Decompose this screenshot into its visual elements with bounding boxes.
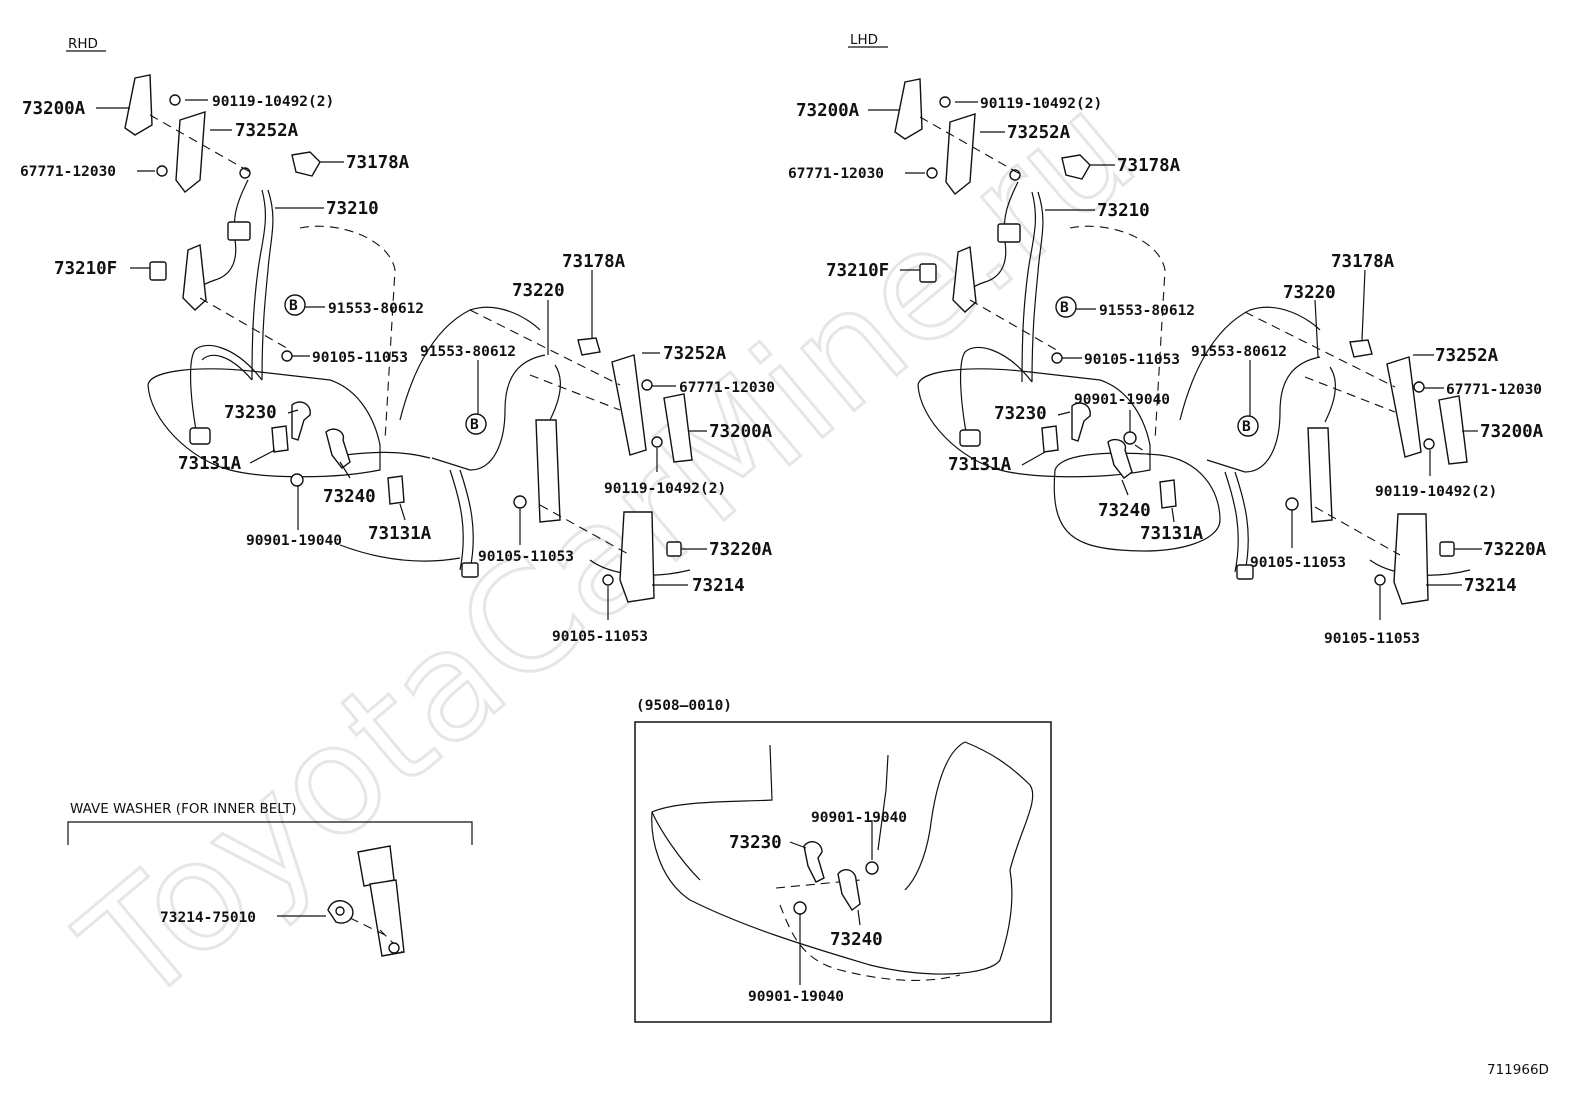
part-label: 73200A (709, 422, 773, 442)
part-label: 73131A (948, 455, 1012, 475)
part-label: 90105-11053 (478, 549, 574, 565)
inset-part-label: 90901-19040 (811, 810, 907, 826)
part-label: 90105-11053 (1324, 631, 1420, 647)
part-label: 73240 (1098, 501, 1151, 521)
part-label: 73214 (1464, 576, 1517, 596)
part-label: 90119-10492(2) (212, 94, 334, 110)
part-label: 73178A (562, 252, 626, 272)
badge-b: B (1060, 300, 1069, 316)
part-label: 73131A (1140, 524, 1204, 544)
rhd-assembly: B B 73200A (20, 74, 775, 645)
lhd-header: LHD (850, 32, 878, 48)
part-label: 90105-11053 (312, 350, 408, 366)
part-label: 73220 (512, 281, 565, 301)
part-label: 67771-12030 (788, 166, 884, 182)
part-label: 90901-19040 (246, 533, 342, 549)
part-label: 90105-11053 (552, 629, 648, 645)
wave-washer-section: WAVE WASHER (FOR INNER BELT) 73214-75010 (67, 801, 473, 957)
part-label: 73131A (368, 524, 432, 544)
inset-part-label: 73230 (729, 833, 782, 853)
part-label: 90901-19040 (1074, 392, 1170, 408)
part-label: 73178A (1331, 252, 1395, 272)
inset-part-label: 90901-19040 (748, 989, 844, 1005)
part-label: 67771-12030 (1446, 382, 1542, 398)
badge-b: B (1242, 419, 1251, 435)
part-label: 90105-11053 (1084, 352, 1180, 368)
part-label: 73200A (22, 99, 86, 119)
part-label: 73210F (826, 261, 889, 281)
part-label: 73178A (1117, 156, 1181, 176)
part-label: 91553-80612 (328, 301, 424, 317)
part-label: 73252A (235, 121, 299, 141)
part-label: 90119-10492(2) (1375, 484, 1497, 500)
inset-part-label: 73240 (830, 930, 883, 950)
part-label: 73240 (323, 487, 376, 507)
part-label: 91553-80612 (1099, 303, 1195, 319)
part-label: 73200A (796, 101, 860, 121)
inset-panel: (9508–0010) 90901-19040 73230 73240 9090… (634, 698, 1052, 1023)
part-label: 73178A (346, 153, 410, 173)
badge-b: B (470, 417, 479, 433)
watermark-text: ToyotaCarMine.ru (51, 62, 1167, 1038)
part-label: 67771-12030 (20, 164, 116, 180)
part-label: 73230 (224, 403, 277, 423)
part-label: 73200A (1480, 422, 1544, 442)
rhd-part-labels: 73200A 90119-10492(2) 73252A 67771-12030… (20, 94, 775, 645)
part-label: 73220A (709, 540, 773, 560)
rhd-header: RHD (68, 36, 98, 52)
lhd-assembly: B B 732 (788, 78, 1547, 647)
part-label: 73214 (692, 576, 745, 596)
part-label: 73230 (994, 404, 1047, 424)
part-label: 90119-10492(2) (980, 96, 1102, 112)
part-label: 73210F (54, 259, 117, 279)
part-label: 67771-12030 (679, 380, 775, 396)
part-label: 73131A (178, 454, 242, 474)
diagram-id: 711966D (1487, 1062, 1549, 1078)
badge-b: B (289, 298, 298, 314)
part-label: 73220A (1483, 540, 1547, 560)
inset-code: (9508–0010) (636, 698, 732, 714)
lhd-part-labels: 73200A 90119-10492(2) 73252A 67771-12030… (788, 96, 1547, 647)
part-label: 91553-80612 (420, 344, 516, 360)
wave-washer-part-label: 73214-75010 (160, 910, 256, 926)
part-label: 90119-10492(2) (604, 481, 726, 497)
part-label: 73210 (1097, 201, 1150, 221)
part-label: 73220 (1283, 283, 1336, 303)
part-label: 73252A (663, 344, 727, 364)
part-label: 73210 (326, 199, 379, 219)
part-label: 91553-80612 (1191, 344, 1287, 360)
wave-washer-title: WAVE WASHER (FOR INNER BELT) (70, 801, 296, 817)
part-label: 90105-11053 (1250, 555, 1346, 571)
part-label: 73252A (1007, 123, 1071, 143)
part-label: 73252A (1435, 346, 1499, 366)
